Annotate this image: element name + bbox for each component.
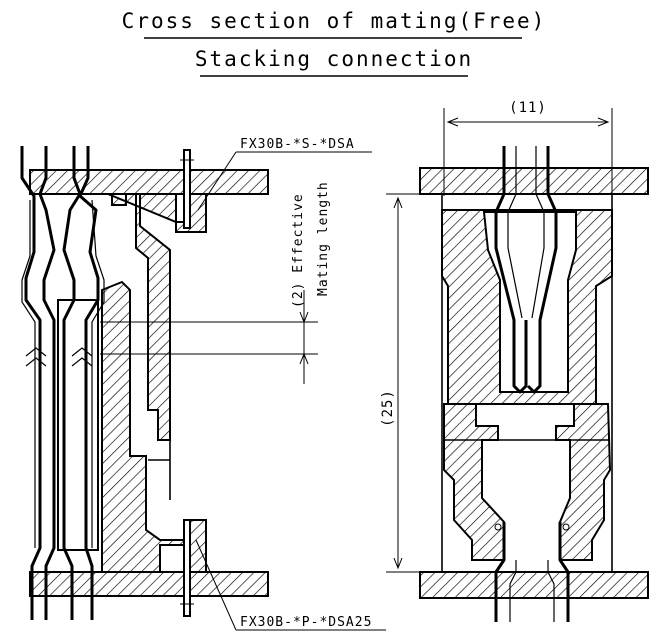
width-arrow-left bbox=[446, 117, 459, 127]
height-dimension-value: (25) bbox=[380, 389, 396, 427]
right-plug-body bbox=[443, 403, 505, 561]
contact-tip-right-2 bbox=[71, 357, 93, 367]
left-top-board bbox=[29, 169, 269, 195]
part-label-bottom: FX30B-*P-*DSA25 bbox=[195, 539, 386, 631]
contact-lead-1 bbox=[20, 146, 42, 620]
title-line-1: Cross section of mating(Free) bbox=[122, 9, 547, 33]
right-plug-contact-left bbox=[494, 522, 506, 622]
right-contact-left bbox=[494, 146, 528, 394]
right-plug-contact-right-inner bbox=[547, 560, 555, 622]
contact-lead-3 bbox=[62, 146, 82, 620]
right-top-board bbox=[419, 167, 649, 195]
right-section-view bbox=[419, 146, 649, 622]
left-board-pin-top bbox=[183, 149, 191, 229]
left-section-view bbox=[20, 146, 318, 620]
height-arrow-bottom bbox=[393, 557, 403, 570]
effective-mating-dimension: (2) Effective Mating length bbox=[291, 181, 331, 384]
left-housing-gap bbox=[159, 544, 187, 573]
mating-arrow-bottom bbox=[299, 352, 309, 365]
part-label-top: FX30B-*S-*DSA bbox=[197, 137, 372, 211]
top-part-leader bbox=[197, 151, 237, 211]
title-block: Cross section of mating(Free) Stacking c… bbox=[122, 9, 547, 77]
effective-label-line-2: Mating length bbox=[316, 181, 331, 296]
mating-arrow-top bbox=[299, 311, 309, 324]
left-board-pin-bottom bbox=[183, 519, 191, 617]
right-contact-right bbox=[526, 146, 558, 394]
width-dimension-value: (11) bbox=[509, 100, 547, 116]
contact-lead-2 bbox=[38, 146, 56, 620]
top-part-number: FX30B-*S-*DSA bbox=[240, 137, 355, 152]
contact-tip-left-2 bbox=[25, 357, 47, 367]
width-arrow-right bbox=[597, 117, 610, 127]
contact-tip-left bbox=[25, 347, 47, 357]
right-plug-contact-left-inner bbox=[509, 560, 517, 622]
contact-tip-right bbox=[71, 347, 93, 357]
effective-label-line-1: (2) Effective bbox=[291, 193, 306, 308]
right-plug-dimple-left bbox=[494, 523, 502, 531]
right-contact-left-inner bbox=[507, 146, 523, 319]
right-plug-contact-right bbox=[558, 522, 570, 622]
bottom-part-leader bbox=[195, 539, 237, 631]
right-plug-dimple-right bbox=[562, 523, 570, 531]
height-dimension: (25) bbox=[380, 193, 420, 573]
right-bottom-board bbox=[419, 571, 649, 599]
title-line-2: Stacking connection bbox=[195, 47, 473, 71]
height-arrow-top bbox=[393, 196, 403, 209]
left-bottom-board bbox=[29, 571, 269, 597]
contact-lead-4 bbox=[78, 146, 100, 620]
bottom-part-number: FX30B-*P-*DSA25 bbox=[240, 615, 372, 630]
right-plug-body-right bbox=[555, 403, 612, 561]
width-dimension: (11) bbox=[443, 100, 613, 196]
right-contact-right-inner bbox=[531, 146, 545, 319]
contact-inner-left bbox=[21, 200, 36, 548]
contact-inner-right bbox=[91, 199, 105, 548]
